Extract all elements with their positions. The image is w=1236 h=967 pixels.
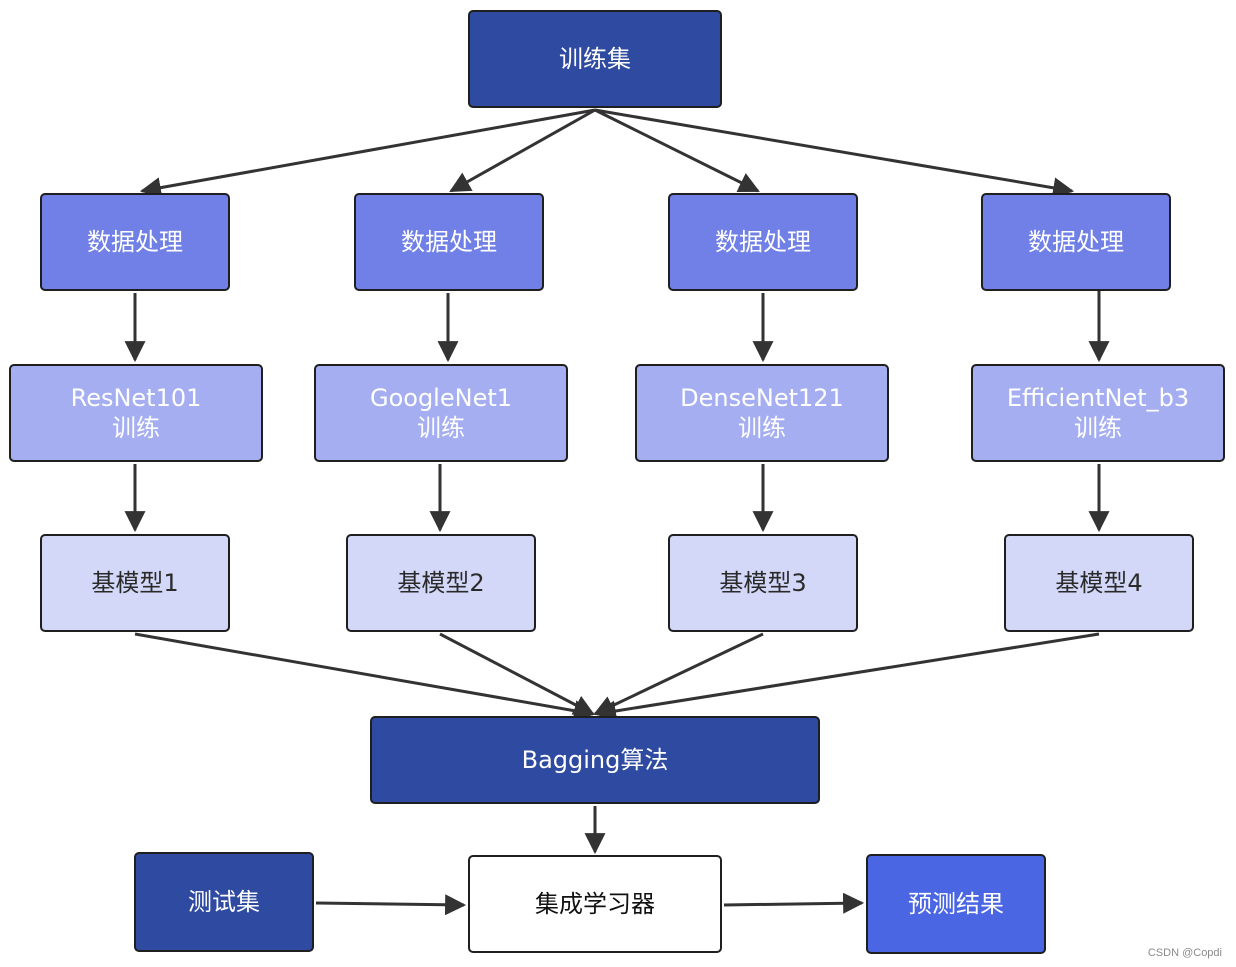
test-set-label: 测试集 [188, 888, 260, 916]
data-processing-label: 数据处理 [87, 228, 183, 256]
base-model-node-4: 基模型4 [1004, 534, 1194, 632]
training-node-resnet101: ResNet101 训练 [9, 364, 263, 462]
data-processing-label: 数据处理 [1028, 228, 1124, 256]
test-to-ensemble-arrow [315, 894, 467, 916]
training-suffix-label: 训练 [1074, 414, 1122, 442]
model-name-label: EfficientNet_b3 [1006, 384, 1190, 412]
base-model-label: 基模型4 [1055, 569, 1143, 597]
training-to-dp1-arrow [139, 108, 596, 199]
model-name-label: ResNet101 [70, 384, 202, 412]
training-to-dp4-arrow [594, 108, 1075, 199]
training-to-dp2-arrow [449, 108, 596, 193]
base4-to-bagging-arrow [594, 632, 1100, 722]
ensemble-to-result-arrow [723, 892, 865, 914]
bagging-label: Bagging算法 [521, 746, 669, 774]
training-suffix-label: 训练 [417, 414, 465, 442]
data-processing-node-2: 数据处理 [354, 193, 544, 291]
training-node-googlenet1: GoogleNet1 训练 [314, 364, 568, 462]
training-suffix-label: 训练 [112, 414, 160, 442]
ensemble-learner-label: 集成学习器 [535, 890, 655, 918]
prediction-result-label: 预测结果 [908, 890, 1004, 918]
base3-to-bagging-arrow [593, 632, 764, 716]
base-model-node-1: 基模型1 [40, 534, 230, 632]
data-processing-node-4: 数据处理 [981, 193, 1171, 291]
bagging-node: Bagging算法 [370, 716, 820, 804]
base-model-node-2: 基模型2 [346, 534, 536, 632]
training-to-dp3-arrow [594, 108, 760, 193]
data-processing-label: 数据处理 [401, 228, 497, 256]
base2-to-bagging-arrow [439, 632, 595, 716]
data-processing-node-3: 数据处理 [668, 193, 858, 291]
training-node-efficientnet-b3: EfficientNet_b3 训练 [971, 364, 1225, 462]
base1-to-bagging-arrow [134, 632, 596, 722]
training-set-label: 训练集 [559, 45, 631, 73]
ensemble-learner-node: 集成学习器 [468, 855, 722, 953]
model-name-label: DenseNet121 [680, 384, 844, 412]
prediction-result-node: 预测结果 [866, 854, 1046, 954]
base-model-label: 基模型3 [719, 569, 807, 597]
training-node-densenet121: DenseNet121 训练 [635, 364, 889, 462]
training-set-node: 训练集 [468, 10, 722, 108]
test-set-node: 测试集 [134, 852, 314, 952]
base-model-label: 基模型2 [397, 569, 485, 597]
data-processing-node-1: 数据处理 [40, 193, 230, 291]
base-model-node-3: 基模型3 [668, 534, 858, 632]
watermark-text: CSDN @Copdi [1147, 947, 1222, 959]
training-suffix-label: 训练 [738, 414, 786, 442]
model-name-label: GoogleNet1 [369, 384, 513, 412]
base-model-label: 基模型1 [91, 569, 179, 597]
data-processing-label: 数据处理 [715, 228, 811, 256]
